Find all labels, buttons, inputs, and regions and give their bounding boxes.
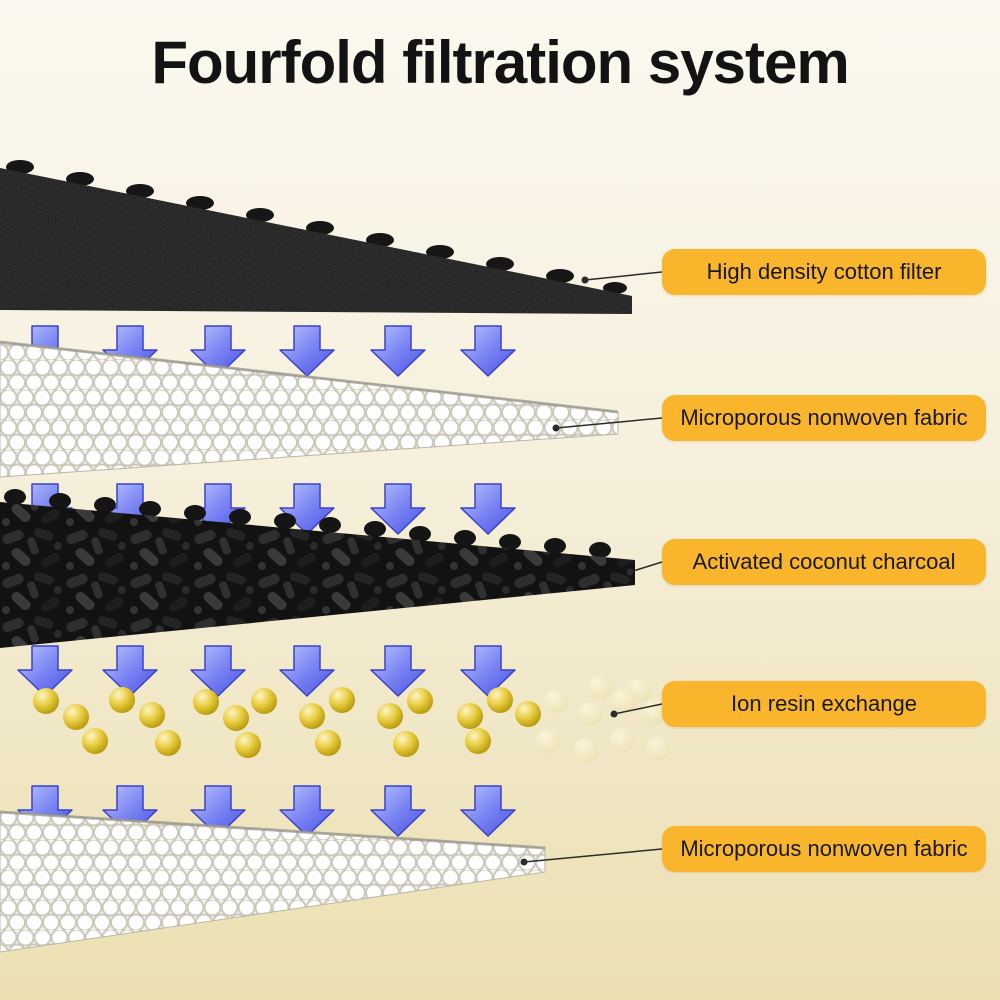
- layer-label-fabric-bottom: Microporous nonwoven fabric: [662, 826, 986, 872]
- fabric-layer-bottom: [0, 810, 546, 953]
- resin-balls: [33, 675, 670, 762]
- charcoal-layer: [0, 489, 635, 648]
- connector-dots: [520, 276, 634, 866]
- cotton-filter-layer: [0, 160, 632, 314]
- label-connectors: [523, 271, 663, 863]
- layer-label-resin: Ion resin exchange: [662, 681, 986, 727]
- layer-label-fabric-top: Microporous nonwoven fabric: [662, 395, 986, 441]
- page-title: Fourfold filtration system: [151, 29, 849, 96]
- fabric-layer-top: [0, 340, 619, 478]
- layer-label-charcoal: Activated coconut charcoal: [662, 539, 986, 585]
- layer-label-cotton: High density cotton filter: [662, 249, 986, 295]
